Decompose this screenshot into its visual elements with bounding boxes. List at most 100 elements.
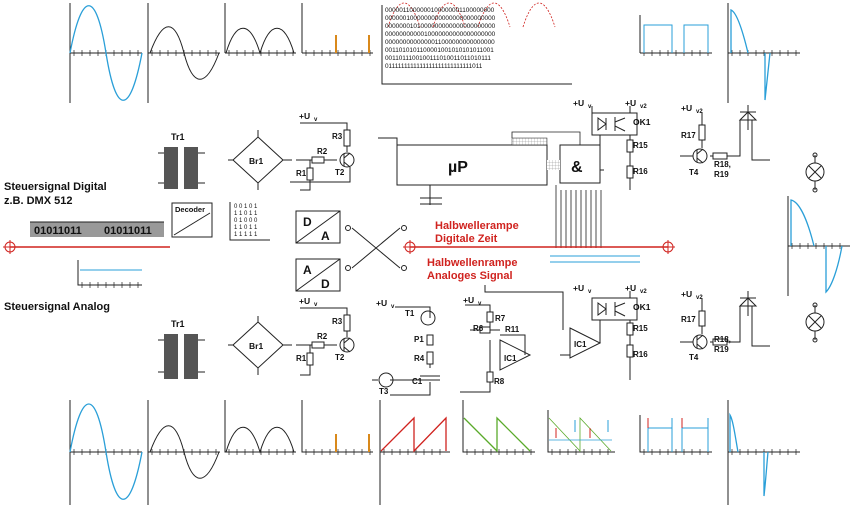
panel-bottom-square (639, 415, 712, 455)
bit-matrix-small: 0 0 1 0 1 1 1 0 1 1 0 1 0 0 0 1 1 0 1 1 … (229, 202, 270, 241)
ic1-label-2: IC1 (574, 340, 587, 349)
ramp-digital-subtitle: Digitale Zeit (435, 233, 498, 245)
svg-text:v: v (478, 301, 482, 307)
lamp-top-icon (805, 152, 825, 193)
ic1-label-1: IC1 (504, 354, 517, 363)
panel-bottom-sawtooth-red (379, 400, 450, 505)
panel-bottom-rectified (224, 400, 296, 455)
svg-text:001101110010011101001101101011: 0011011100100111010011011010111 (385, 55, 491, 62)
r2-label-top: R2 (317, 147, 328, 156)
bus-lines (511, 131, 602, 248)
r3-label-bottom: R3 (332, 317, 343, 326)
opamp-stage-2: IC1 (484, 285, 602, 359)
bridge-br1-top: Br1 (228, 130, 292, 190)
svg-text:000000000001000000000000000000: 0000000000010000000000000000000 (385, 31, 496, 38)
r8-label: R8 (494, 377, 505, 386)
panel-bottom-phase (727, 400, 800, 505)
panel-top-sine (69, 3, 143, 103)
panel-bottom-sine (69, 400, 143, 505)
panel-top-phase (727, 3, 800, 103)
svg-text:000001100000010000000110000000: 0000011000000100000001100000000 (385, 7, 495, 14)
lamp-bottom-icon (805, 302, 825, 343)
adc-block: A D (295, 258, 341, 292)
microprocessor: µP (378, 137, 548, 205)
transformer-tr1-top: Tr1 (158, 132, 205, 189)
tr1-label-top: Tr1 (171, 132, 185, 142)
panel-bottom-pulses (301, 400, 373, 455)
svg-text:v2: v2 (640, 104, 647, 110)
analog-level-panel (77, 260, 142, 288)
svg-text:0 0 1 0 1: 0 0 1 0 1 (234, 204, 258, 210)
svg-text:011111111111111111111111111101: 0111111111111111111111111111011 (385, 63, 483, 70)
and-gate-label: & (571, 159, 583, 176)
svg-text:+U: +U (681, 289, 692, 299)
triac-stage-top: +U v2 R17 R18, R19 T4 (680, 103, 770, 179)
panel-right-phase (787, 196, 850, 296)
r15-label-top: R15 (633, 141, 648, 150)
panel-top-square (639, 15, 712, 56)
r15-label-bottom: R15 (633, 324, 648, 333)
triac-stage-bottom: +U v2 R17 R18, R19 T4 (680, 289, 770, 362)
digital-signal-subtitle: z.B. DMX 512 (4, 195, 72, 207)
r6-label: R6 (473, 324, 484, 333)
r1-label-top: R1 (296, 169, 307, 178)
r11-label: R11 (505, 325, 520, 334)
svg-text:+U: +U (625, 283, 636, 293)
t4-label-top: T4 (689, 168, 699, 177)
svg-text:0 1 0 0 0: 0 1 0 0 0 (234, 218, 258, 224)
transistor-stage-top: +U v R3 R2 R1 T2 (290, 111, 355, 191)
r1-label-bottom: R1 (296, 354, 307, 363)
panel-top-rectified (224, 3, 296, 56)
panel-top-pulses (301, 3, 373, 56)
bit-matrix-large: 0000011000000100000001100000000 00000010… (385, 7, 496, 70)
svg-text:001101010110000100101010101100: 0011010101100001001010101011001 (385, 47, 494, 54)
svg-text:+U: +U (681, 103, 692, 113)
ramp-generator: +U v T1 P1 R4 C1 T3 (372, 298, 440, 396)
ramp-analog-subtitle: Analoges Signal (427, 270, 513, 282)
crossover-lines (345, 225, 407, 271)
signal-axis-left (3, 240, 170, 254)
panel-bottom-transformer-wave (147, 400, 220, 505)
svg-text:1 1 0 1 1: 1 1 0 1 1 (234, 211, 258, 217)
panel-bit-stream: 0000011000000100000001100000000 00000010… (381, 2, 572, 85)
r17-label-top: R17 (681, 131, 696, 140)
svg-text:v: v (314, 117, 318, 123)
transistor-stage-bottom: +U v R3 R2 R1 T2 (296, 296, 355, 376)
svg-text:+U: +U (463, 295, 474, 305)
and-gate: & (547, 144, 601, 184)
svg-text:v2: v2 (640, 289, 647, 295)
panel-bottom-sawtooth-green (462, 400, 535, 455)
r17-label-bottom: R17 (681, 315, 696, 324)
r16-label-top: R16 (633, 167, 648, 176)
r16-label-bottom: R16 (633, 350, 648, 359)
t2-label-top: T2 (335, 168, 345, 177)
digital-word-block: 01011011 01011011 (30, 221, 164, 237)
svg-text:+U: +U (625, 98, 636, 108)
svg-text:000000010100000000000000000000: 0000000101000000000000000000000 (385, 23, 496, 30)
svg-text:v: v (588, 289, 592, 295)
svg-text:v2: v2 (696, 295, 703, 301)
dac-label-top: D (303, 215, 312, 229)
r18-label-bottom: R18, (714, 335, 731, 344)
optocoupler-top: +U v +U v2 OK1 R15 R16 (573, 98, 651, 190)
p1-label: P1 (414, 335, 424, 344)
adc-label-bottom: D (321, 277, 330, 291)
digital-word-1: 01011011 (34, 225, 82, 237)
r3-label-top: R3 (332, 132, 343, 141)
t1-label: T1 (405, 309, 415, 318)
t3-label: T3 (379, 387, 389, 396)
svg-text:v: v (314, 302, 318, 308)
c1-label: C1 (412, 377, 423, 386)
br1-label-top: Br1 (249, 156, 263, 166)
svg-text:+U: +U (299, 296, 310, 306)
svg-text:000000100000000000000000000000: 0000001000000000000000000000000 (385, 15, 496, 22)
r18-label-top: R18, (714, 160, 731, 169)
panel-top-transformer-wave (147, 3, 220, 103)
mid-level-lines (550, 255, 640, 263)
svg-text:+U: +U (376, 298, 387, 308)
svg-text:+U: +U (573, 283, 584, 293)
r2-label-bottom: R2 (317, 332, 328, 341)
svg-text:1 1 1 1 1: 1 1 1 1 1 (234, 232, 258, 238)
tr1-label-bottom: Tr1 (171, 319, 185, 329)
panel-bottom-comparator (547, 410, 615, 455)
